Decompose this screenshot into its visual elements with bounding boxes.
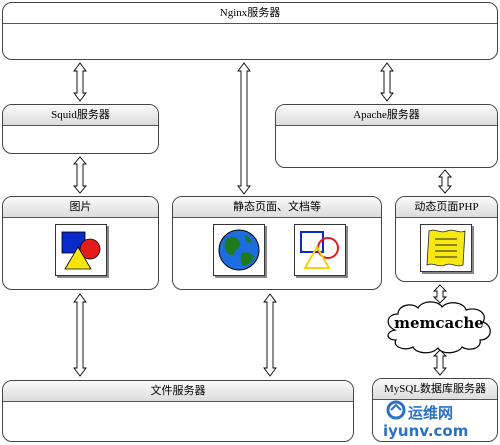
mysql-server-box: MySQL数据库服务器 [372, 378, 498, 442]
static-pages-label: 静态页面、文档等 [173, 197, 381, 218]
squid-server-label: Squid服务器 [3, 105, 158, 126]
arrow-memcache-mysql [432, 349, 448, 376]
file-server-box: 文件服务器 [2, 380, 354, 442]
arrow-nginx-apache [380, 62, 394, 102]
globe-icon [213, 224, 265, 276]
mysql-server-label: MySQL数据库服务器 [373, 379, 497, 400]
images-label: 图片 [3, 197, 158, 218]
watermark-logo-icon [386, 400, 406, 420]
arrow-nginx-squid [73, 62, 87, 102]
static-pages-box: 静态页面、文档等 [172, 196, 382, 290]
outline-shapes-icon [294, 224, 346, 276]
arrow-dynamic-memcache [432, 284, 448, 304]
arrow-apache-dynamic [438, 169, 452, 194]
apache-server-box: Apache服务器 [275, 104, 498, 168]
watermark-line1: 运维网 [408, 404, 454, 422]
nginx-server-box: Nginx服务器 [2, 2, 498, 60]
squid-server-box: Squid服务器 [2, 104, 159, 154]
arrow-images-fileserver [73, 293, 87, 377]
arrow-squid-images [73, 156, 87, 194]
nginx-server-label: Nginx服务器 [3, 3, 497, 24]
file-server-label: 文件服务器 [3, 381, 353, 402]
shapes-icon [55, 224, 107, 276]
memcache-label: memcache [394, 314, 484, 332]
watermark-line2: iyunv.com [383, 422, 469, 440]
arrow-static-fileserver [263, 293, 277, 377]
memcache-cloud-icon [387, 301, 491, 354]
apache-server-label: Apache服务器 [276, 105, 497, 126]
arrow-nginx-static [237, 62, 251, 195]
document-icon [420, 224, 472, 272]
dynamic-php-label: 动态页面PHP [396, 197, 497, 218]
